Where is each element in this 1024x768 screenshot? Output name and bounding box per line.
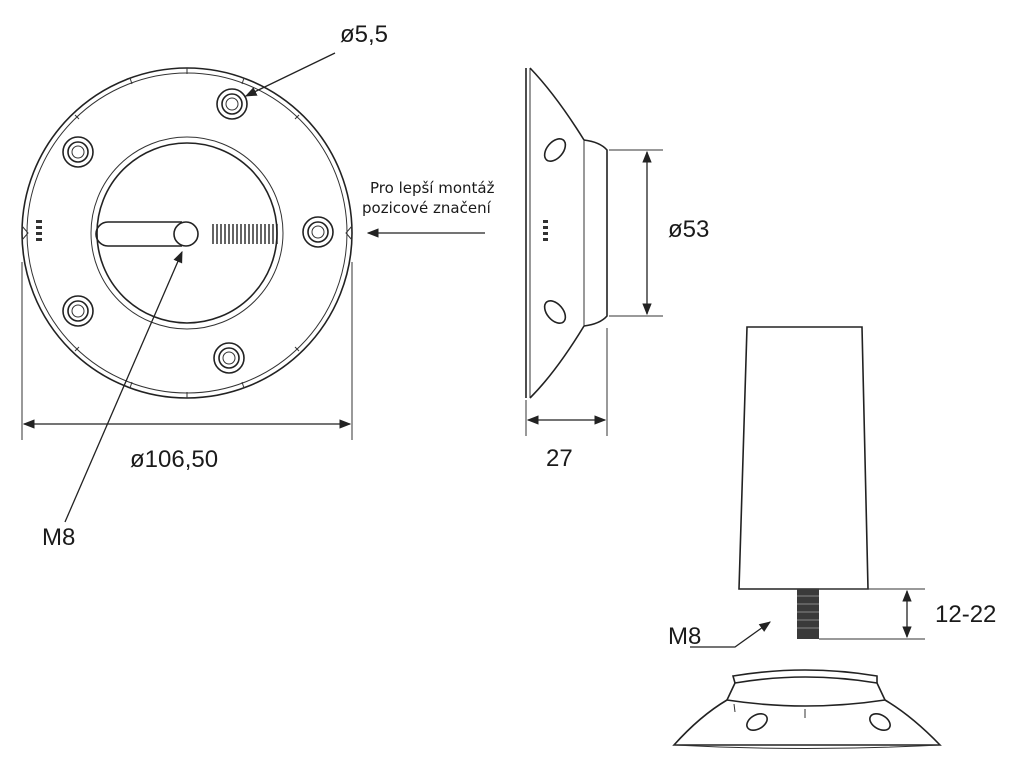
mounting-hole-2 [62, 136, 94, 168]
thread-leader-arrow [64, 250, 183, 523]
plate-top-view [21, 52, 353, 523]
hole-diameter-label: ø5,5 [340, 21, 388, 48]
base-perspective [672, 669, 942, 749]
leg-assembly [672, 326, 942, 749]
center-thread-hole [173, 221, 199, 247]
thread-label-top: M8 [42, 524, 75, 551]
mounting-holes [62, 88, 334, 374]
thread-leader-bottom [690, 621, 771, 648]
thread-label-bottom: M8 [668, 623, 701, 650]
plate-side-view [525, 67, 663, 436]
position-mark-left [36, 220, 42, 241]
height-label: 27 [546, 445, 573, 472]
tapered-leg [738, 326, 869, 590]
position-scale [212, 224, 278, 244]
mounting-hole-1 [216, 88, 248, 120]
hole-leader-arrow [244, 52, 336, 97]
note-line-1: Pro lepší montáž [370, 179, 495, 197]
adjust-range-label: 12-22 [935, 601, 996, 628]
boss-diameter-label: ø53 [668, 216, 709, 243]
mounting-hole-3 [302, 216, 334, 248]
mounting-hole-5 [213, 342, 245, 374]
rim-notches [74, 68, 300, 398]
mounting-hole-4 [62, 295, 94, 327]
plate-diameter-label: ø106,50 [130, 446, 218, 473]
threaded-stud [797, 589, 819, 639]
position-mark-side [543, 220, 548, 241]
note-line-2: pozicové značení [362, 199, 492, 217]
